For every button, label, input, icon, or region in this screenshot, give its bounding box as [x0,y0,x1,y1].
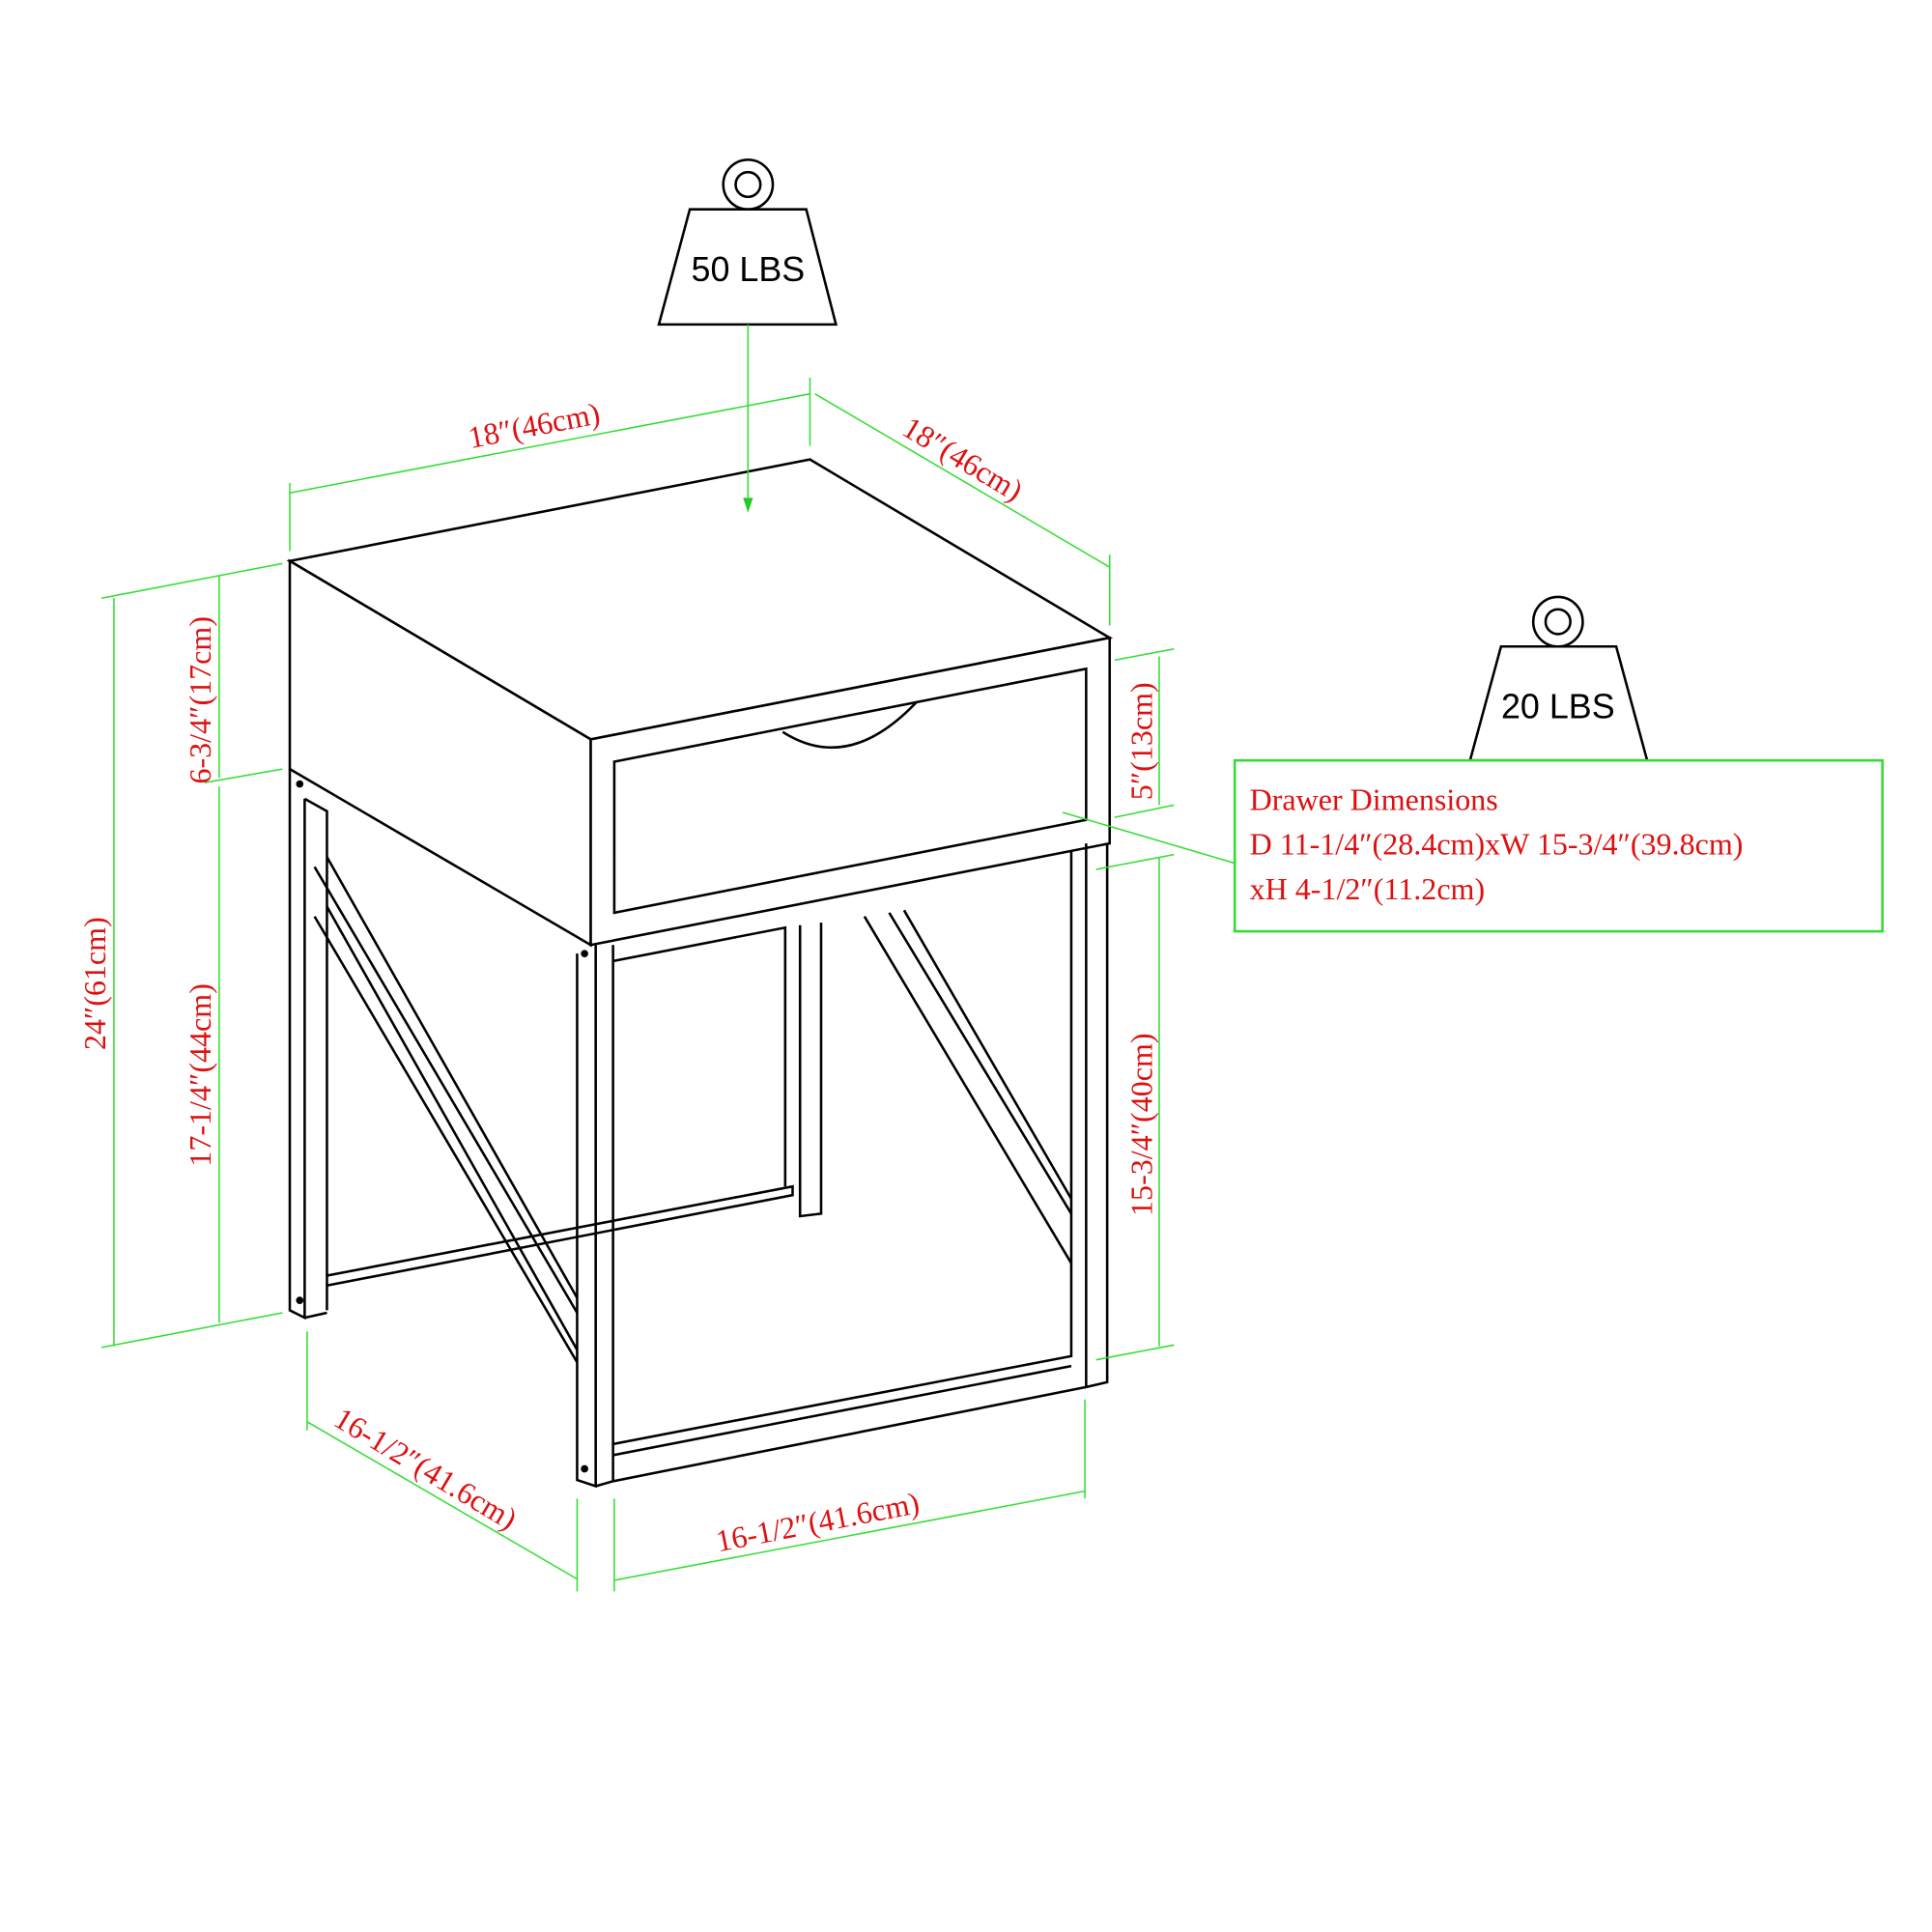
weight-icon-drawer: 20 LBS [1468,595,1649,762]
label-base-width: 16-1/2″(41.6cm) [713,1485,923,1558]
label-base-depth: 16-1/2″(41.6cm) [328,1401,524,1537]
drawer-box-line2: xH 4-1/2″(11.2cm) [1250,871,1486,906]
weight-icon-top: 50 LBS [657,158,838,327]
weight-label-top: 50 LBS [692,250,806,289]
label-drawer-face-height: 5″(13cm) [1123,682,1158,800]
label-total-height: 24″(61cm) [77,917,112,1050]
drawer-dimensions-box: Drawer Dimensions D 11-1/4″(28.4cm)xW 15… [1233,758,1884,933]
drawer-box-title: Drawer Dimensions [1250,781,1498,816]
drawer-handle [781,701,918,750]
label-leg-height-left: 17-1/4″(44cm) [183,983,217,1167]
label-top-section-height: 6-3/4″(17cm) [183,616,217,784]
label-leg-height-right: 15-3/4″(40cm) [1123,1033,1158,1216]
table-drawing [286,458,1114,1489]
weight-label-drawer: 20 LBS [1501,688,1615,726]
label-top-depth: 18″(46cm) [896,410,1029,508]
dimension-lines [100,378,1236,1592]
drawer-box-line1: D 11-1/4″(28.4cm)xW 15-3/4″(39.8cm) [1250,827,1744,862]
